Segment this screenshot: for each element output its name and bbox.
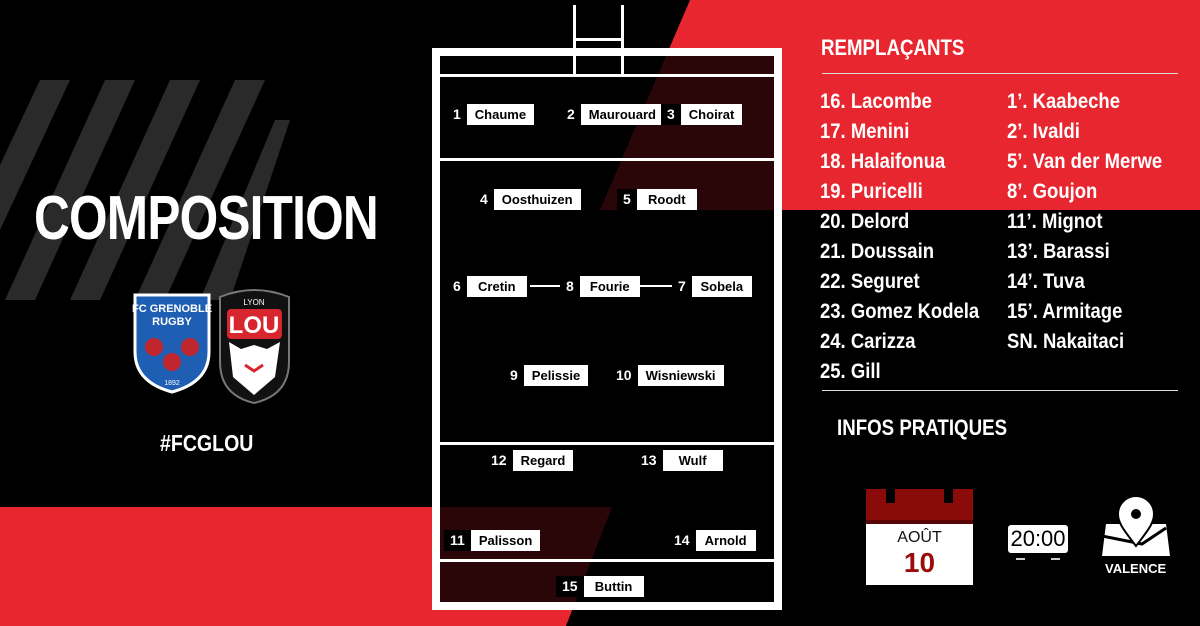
subs-title: REMPLAÇANTS	[821, 35, 965, 60]
player-number: 11	[444, 530, 471, 551]
fc-grenoble-logo: FC GRENOBLE RUGBY 1892	[132, 293, 212, 394]
player-number: 5	[617, 189, 637, 210]
rugby-field	[432, 48, 782, 610]
substitute: 8’. Goujon	[1007, 180, 1098, 203]
substitute: 5’. Van der Merwe	[1007, 150, 1163, 173]
substitute: 1’. Kaabeche	[1007, 90, 1120, 113]
player-number: 4	[474, 189, 494, 210]
player-name: Roodt	[636, 189, 697, 210]
player-name: Pelissie	[523, 365, 589, 386]
infos-title: INFOS PRATIQUES	[837, 415, 1008, 440]
player-number: 7	[672, 276, 692, 297]
clock-feet	[1016, 558, 1060, 560]
substitute: 15’. Armitage	[1007, 300, 1123, 323]
substitute: 2’. Ivaldi	[1007, 120, 1080, 143]
player-number: 13	[635, 450, 663, 471]
player-number: 10	[610, 365, 638, 386]
player-name: Oosthuizen	[493, 189, 581, 210]
map-pin-icon	[1102, 496, 1170, 556]
lou-rugby-logo: LYON LOU	[219, 289, 290, 405]
player-name: Palisson	[470, 530, 541, 551]
player-number: 9	[504, 365, 524, 386]
player-number: 15	[556, 576, 584, 597]
substitute: 25. Gill	[820, 360, 881, 383]
substitute: 21. Doussain	[820, 240, 935, 263]
player-name: Cretin	[466, 276, 527, 297]
goal-post-right	[621, 5, 624, 77]
substitute: 20. Delord	[820, 210, 910, 233]
substitute: 17. Menini	[820, 120, 910, 143]
svg-text:1892: 1892	[164, 380, 180, 387]
substitute: 22. Seguret	[820, 270, 920, 293]
player-name: Chaume	[466, 104, 535, 125]
player-number: 2	[561, 104, 581, 125]
clock-icon: 20:00	[1008, 525, 1068, 553]
substitute: 11’. Mignot	[1007, 210, 1103, 233]
player-name: Fourie	[579, 276, 640, 297]
substitute: 13’. Barassi	[1007, 240, 1110, 263]
player-number: 14	[668, 530, 696, 551]
substitute: 23. Gomez Kodela	[820, 300, 980, 323]
goal-post-left	[573, 5, 576, 77]
player-name: Maurouard	[580, 104, 664, 125]
player-name: Arnold	[695, 530, 756, 551]
substitute: 16. Lacombe	[820, 90, 932, 113]
substitute: 18. Halaifonua	[820, 150, 946, 173]
player-name: Wisniewski	[637, 365, 724, 386]
match-month: AOÛT	[897, 529, 942, 546]
player-name: Regard	[512, 450, 574, 471]
player-number: 12	[485, 450, 513, 471]
venue: VALENCE	[1105, 561, 1167, 576]
player-number: 6	[447, 276, 467, 297]
player-number: 8	[560, 276, 580, 297]
player-name: Choirat	[680, 104, 743, 125]
svg-text:FC GRENOBLE: FC GRENOBLE	[132, 303, 212, 315]
goal-crossbar	[573, 38, 624, 41]
page-title: COMPOSITION	[34, 184, 379, 253]
divider	[822, 73, 1178, 74]
substitute: 19. Puricelli	[820, 180, 923, 203]
calendar-icon: AOÛT 10	[866, 489, 973, 585]
substitute: 24. Carizza	[820, 330, 916, 353]
player-name: Sobela	[691, 276, 752, 297]
player-name: Buttin	[583, 576, 644, 597]
svg-text:RUGBY: RUGBY	[152, 316, 192, 328]
match-day: 10	[903, 547, 936, 578]
hashtag: #FCGLOU	[160, 430, 254, 456]
player-number: 3	[661, 104, 681, 125]
substitute: 14’. Tuva	[1007, 270, 1085, 293]
svg-text:LYON: LYON	[243, 298, 264, 307]
svg-text:LOU: LOU	[229, 312, 280, 339]
substitute: SN. Nakaitaci	[1007, 330, 1125, 353]
player-number: 1	[447, 104, 467, 125]
divider	[822, 390, 1178, 391]
player-name: Wulf	[662, 450, 723, 471]
match-time: 20:00	[1010, 526, 1066, 551]
